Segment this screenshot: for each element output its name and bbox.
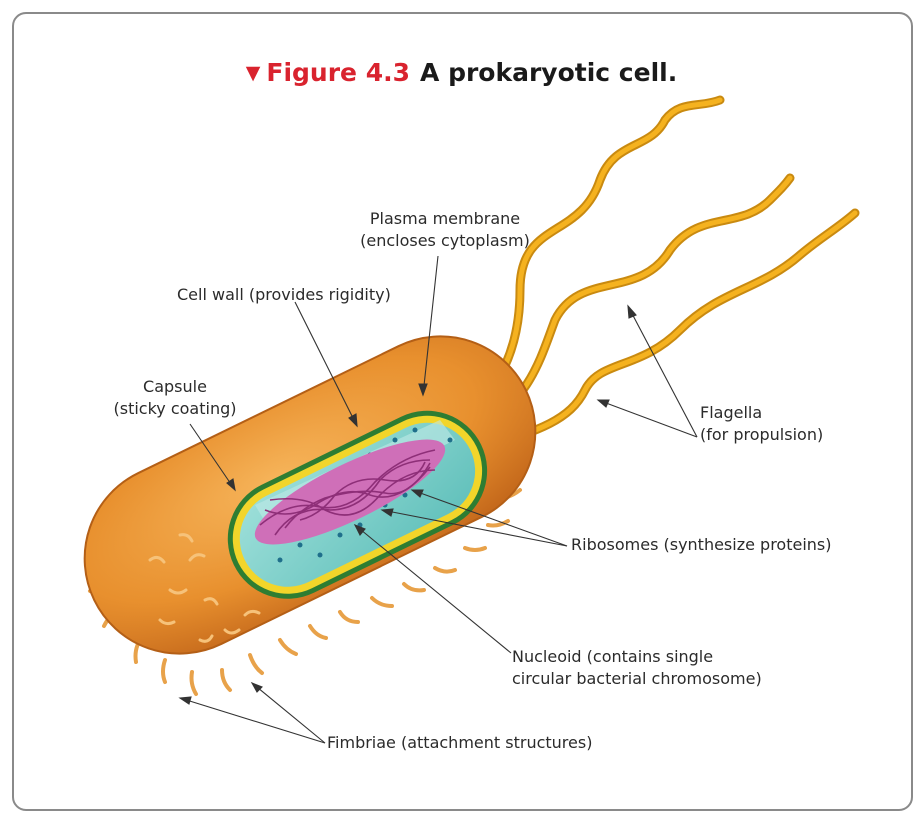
nucleoid [254,439,446,545]
label-cell-wall: Cell wall (provides rigidity) [177,285,391,304]
label-plasma-membrane: Plasma membrane (encloses cytoplasm) [360,209,530,250]
label-ribosomes: Ribosomes (synthesize proteins) [571,535,832,554]
figure-caption: A prokaryotic cell. [420,58,678,87]
label-capsule: Capsule (sticky coating) [113,377,237,418]
flagella [460,95,860,453]
leader-lines [178,255,698,744]
label-fimbriae: Fimbriae (attachment structures) [327,733,593,752]
figure-title: ▼Figure 4.3 A prokaryotic cell. [0,58,923,87]
figure-number: Figure 4.3 [266,58,411,87]
triangle-marker-icon: ▼ [245,62,261,84]
label-flagella: Flagella (for propulsion) [700,403,824,444]
label-nucleoid: Nucleoid (contains single circular bacte… [512,647,762,688]
